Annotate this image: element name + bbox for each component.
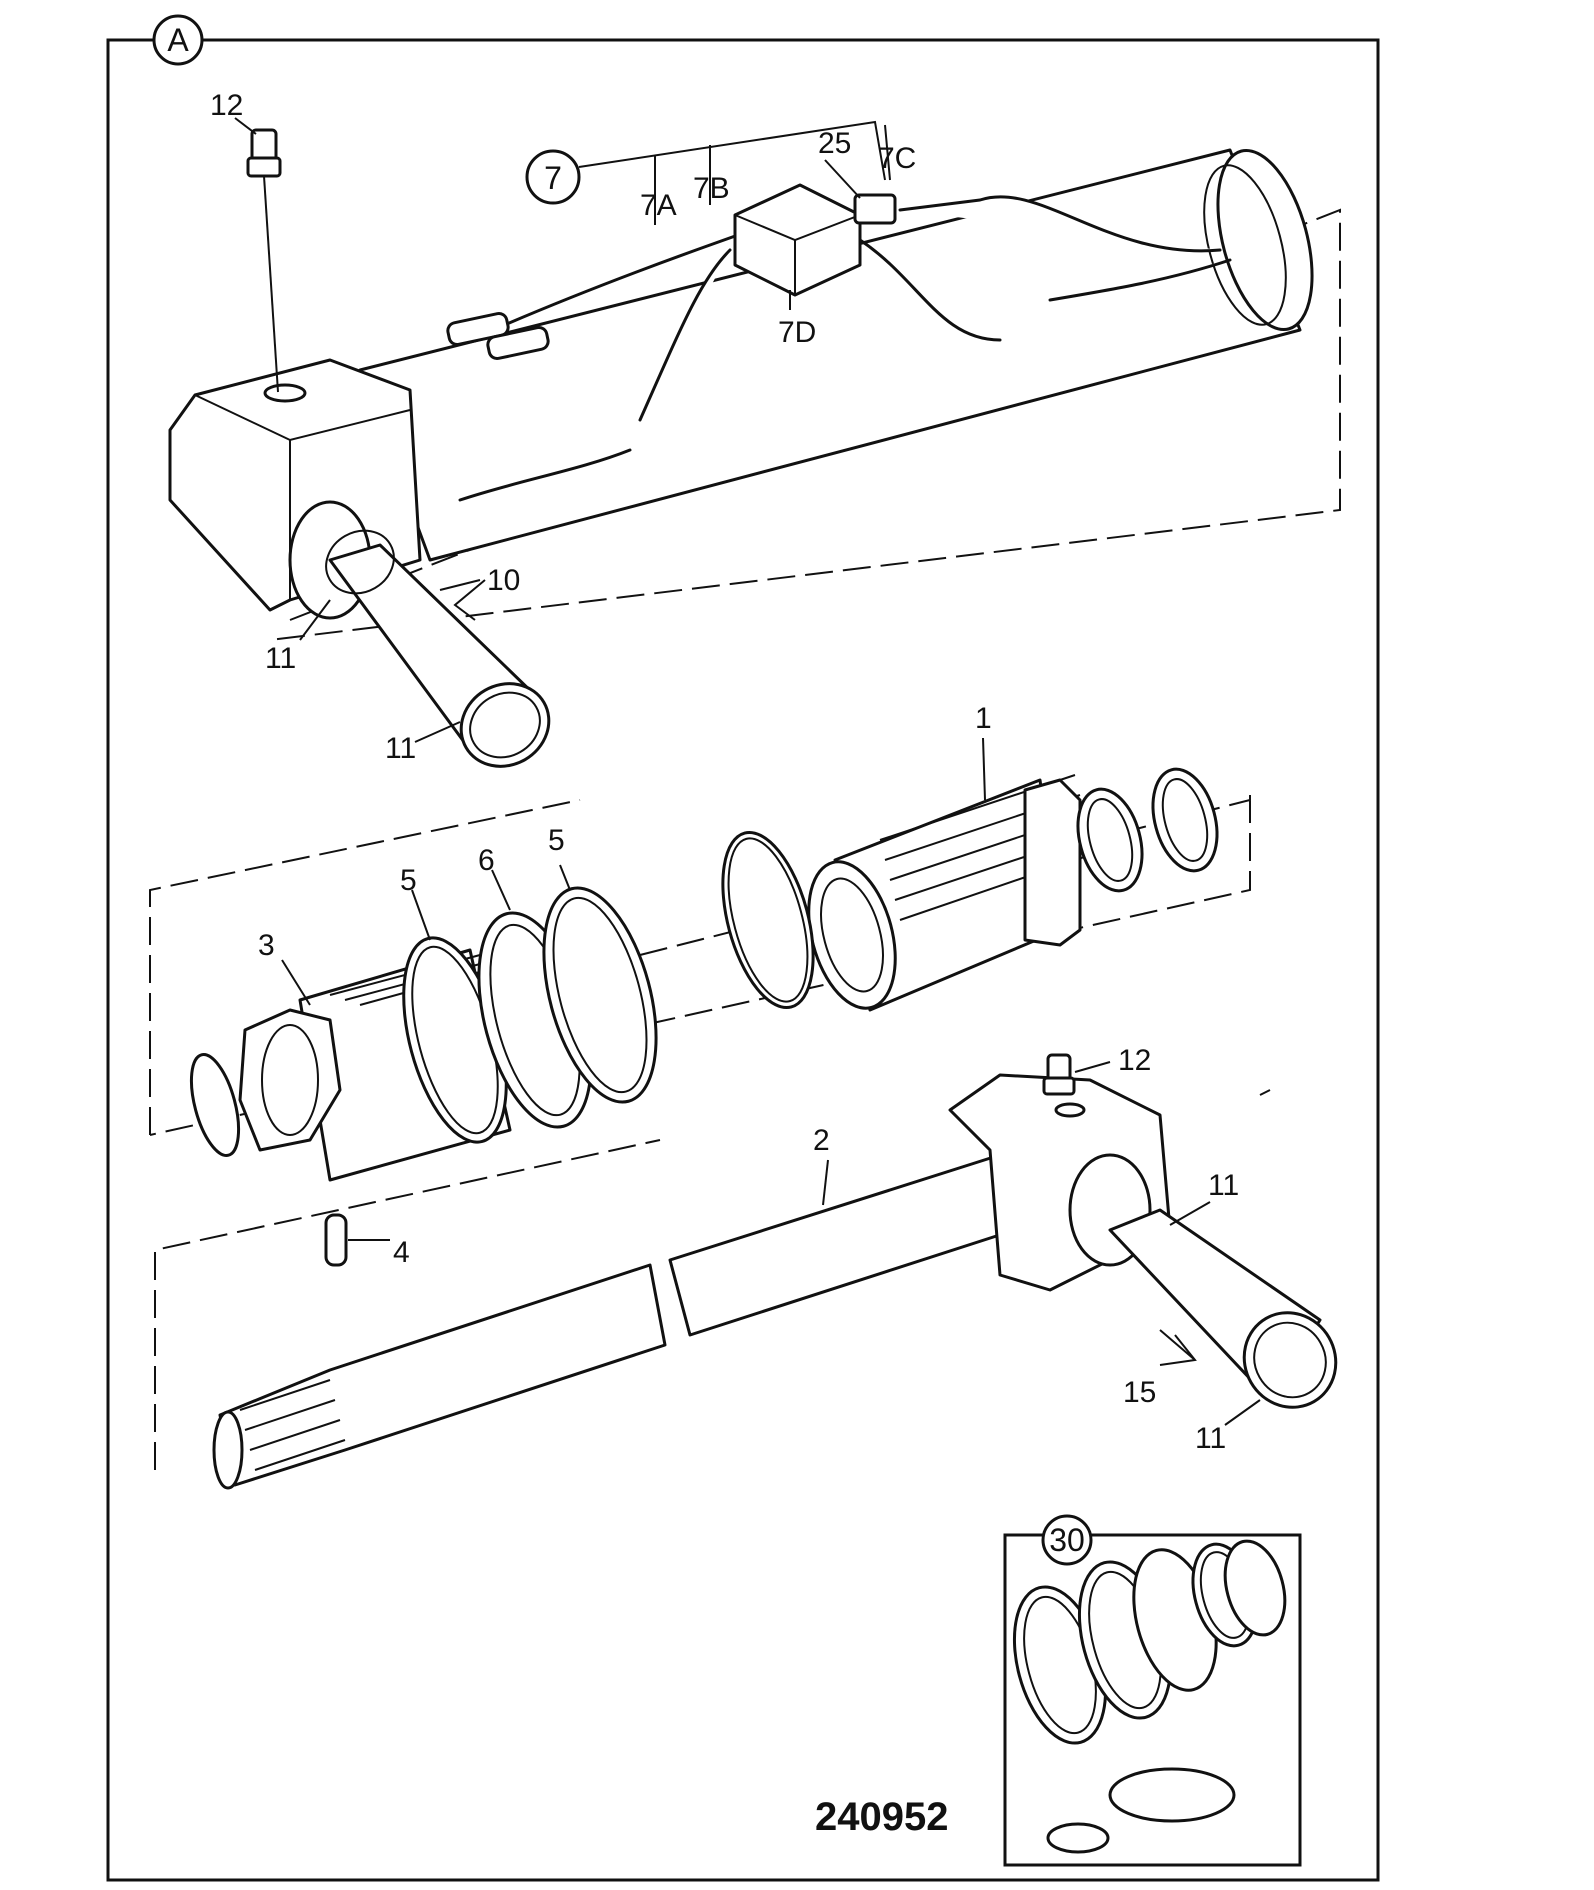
- callout-7C: 7C: [878, 142, 916, 175]
- callout-30: 30: [1049, 1522, 1085, 1558]
- callout-30-bubble: 30: [1041, 1514, 1093, 1566]
- callout-15: 15: [1123, 1376, 1156, 1409]
- callout-4: 4: [393, 1236, 410, 1269]
- callout-11-d: 11: [1195, 1422, 1226, 1455]
- callout-11-c: 11: [1208, 1169, 1239, 1202]
- rod-pin: [324, 1213, 348, 1267]
- drawing-frame: [106, 38, 1380, 1882]
- piston-rod: [212, 1153, 1017, 1490]
- seal-kit-box: [1003, 1533, 1302, 1867]
- dashed-boundary-cylinder: [269, 208, 1341, 641]
- callout-7A: 7A: [640, 189, 677, 222]
- grease-nipple-bottom: [1042, 1053, 1076, 1096]
- callout-6: 6: [478, 844, 495, 877]
- callout-10: 10: [487, 564, 520, 597]
- piston: [807, 774, 1091, 1012]
- head-bush: [325, 529, 551, 768]
- rod-eye-bush: [1108, 1208, 1338, 1409]
- callout-12-bottom: 12: [1118, 1044, 1151, 1077]
- callout-2: 2: [813, 1124, 830, 1157]
- callout-3: 3: [258, 929, 275, 962]
- callout-5-b: 5: [548, 824, 565, 857]
- callout-1: 1: [975, 702, 992, 735]
- callout-7-bubble: 7: [525, 120, 891, 225]
- piston-rings: [1076, 767, 1219, 893]
- callout-12-top: 12: [210, 89, 243, 122]
- threaded-pipe-end: [446, 311, 550, 361]
- view-label: A: [167, 22, 189, 58]
- pipe-block: [733, 183, 862, 297]
- callout-7B: 7B: [693, 172, 730, 205]
- callout-11-a: 11: [265, 642, 296, 675]
- leader-lines: [234, 117, 1261, 1426]
- dashed-boundary-rod: [154, 1089, 1271, 1470]
- callout-7: 7: [544, 160, 562, 196]
- callout-7D: 7D: [778, 316, 816, 349]
- callout-11-b: 11: [385, 732, 416, 765]
- gland-seals: [402, 886, 658, 1144]
- callout-25: 25: [818, 127, 851, 160]
- piston-o-ring: [721, 830, 815, 1010]
- view-label-bubble: A: [152, 14, 204, 66]
- figure-number: 240952: [815, 1795, 948, 1839]
- grease-nipple-top: [246, 128, 282, 393]
- adapter-fitting: [853, 193, 897, 225]
- gland-o-ring: [189, 1053, 241, 1157]
- callout-5-a: 5: [400, 864, 417, 897]
- pipe-assembly: [458, 195, 1232, 502]
